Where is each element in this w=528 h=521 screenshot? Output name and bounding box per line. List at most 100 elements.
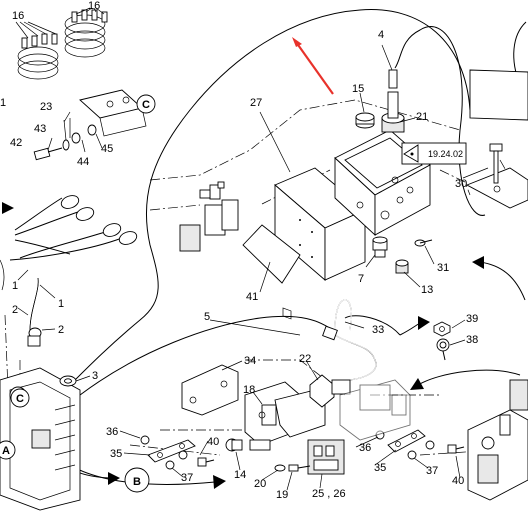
callout-A: A xyxy=(2,445,10,457)
eye-bolt-38 xyxy=(436,338,450,361)
flow-arrow-39-head xyxy=(418,316,430,330)
callout-18: 18 xyxy=(243,384,255,396)
cable-33-hose xyxy=(334,334,377,381)
cable-ties-16 xyxy=(17,9,108,80)
switch-25-26 xyxy=(307,439,345,475)
callout-42: 42 xyxy=(10,137,22,149)
grommet-3 xyxy=(59,375,77,387)
callout-40-right: 40 xyxy=(452,475,464,487)
callout-31: 31 xyxy=(437,262,449,274)
callout-2: 2 xyxy=(58,324,64,336)
highlight-arrow xyxy=(295,41,334,95)
enclosure-lid-27 xyxy=(274,167,366,320)
cable-5 xyxy=(79,315,336,396)
callout-20: 20 xyxy=(254,478,266,490)
cabinet-frame xyxy=(0,367,81,511)
flow-arrow-39 xyxy=(344,315,401,336)
callout-27: 27 xyxy=(250,97,262,109)
cable-gland-21 xyxy=(381,69,405,133)
callout-45: 45 xyxy=(101,143,113,155)
callout-19: 19 xyxy=(276,489,288,501)
nut-39 xyxy=(433,321,451,337)
mounting-plate-upper xyxy=(469,69,528,121)
callout-30: 30 xyxy=(455,178,467,190)
callout-7: 7 xyxy=(358,273,364,285)
callout-39: 39 xyxy=(466,313,478,325)
callout-circle-B xyxy=(124,467,150,493)
plate-35-left xyxy=(140,435,215,470)
callout-37-right: 37 xyxy=(426,465,438,477)
callout-circle-A xyxy=(0,440,16,460)
dash-27 xyxy=(149,99,461,181)
reference-box-text: 19.24.02 xyxy=(428,149,463,159)
cable-main-loop xyxy=(69,9,471,386)
cable-gland-22 xyxy=(309,374,351,408)
mounting-plate-30 xyxy=(465,167,528,209)
nut-13 xyxy=(395,259,409,274)
highlight-arrow-head xyxy=(292,37,302,47)
bracket-plate xyxy=(79,89,143,119)
callout-3: 3 xyxy=(92,370,98,382)
callout-38: 38 xyxy=(466,334,478,346)
terminal-block xyxy=(179,181,239,252)
callout-5: 5 xyxy=(204,311,210,323)
right-bottom-assembly xyxy=(467,379,528,501)
bolt-30 xyxy=(489,143,503,184)
callout-33: 33 xyxy=(372,324,384,336)
leaders xyxy=(17,44,489,491)
callout-1-mid: 1 xyxy=(12,280,18,292)
switch-assembly-18 xyxy=(244,381,326,451)
callout-34: 34 xyxy=(244,355,256,367)
callout-4: 4 xyxy=(378,29,384,41)
gland-7 xyxy=(372,236,388,258)
bolt-42 xyxy=(33,124,97,161)
wiring-harness xyxy=(0,195,138,347)
plug-15 xyxy=(355,112,375,129)
callout-43: 43 xyxy=(34,123,46,135)
callout-21: 21 xyxy=(416,111,428,123)
ghost-switch-assembly xyxy=(339,379,411,441)
screw-31 xyxy=(414,239,433,247)
callout-C-top: C xyxy=(142,99,150,111)
callout-37-left: 37 xyxy=(181,472,193,484)
flow-arrow-bottom-head xyxy=(213,475,226,489)
reference-box: 19.24.02 xyxy=(401,142,467,165)
screw-19 xyxy=(288,464,311,472)
plate-35-right xyxy=(375,429,465,460)
callout-circle-C-bottom xyxy=(10,388,30,408)
flow-arrow-left-top xyxy=(2,202,14,214)
callout-16-left: 16 xyxy=(12,10,24,22)
callout-40-left: 40 xyxy=(207,436,219,448)
flow-arrow-bottom-right-head xyxy=(410,378,424,390)
flow-arrow-mid-right-head xyxy=(472,256,484,269)
plug-14 xyxy=(225,438,243,452)
callout-B: B xyxy=(133,476,141,488)
flow-arrow-39-tail xyxy=(399,322,421,336)
callout-22: 22 xyxy=(299,353,311,365)
flow-arrow-mid-right xyxy=(479,261,526,301)
callout-2-left: 2 xyxy=(12,304,18,316)
callout-36-left: 36 xyxy=(106,426,118,438)
callout-41: 41 xyxy=(246,291,258,303)
connector-33 xyxy=(322,299,352,341)
callout-1-top: 1 xyxy=(0,97,6,109)
cable-4 xyxy=(394,26,486,216)
callout-1-mid2: 1 xyxy=(58,298,64,310)
gasket-41 xyxy=(242,224,301,284)
callout-23: 23 xyxy=(40,101,52,113)
bracket-34 xyxy=(181,364,239,416)
cable-33-hose-inner xyxy=(334,334,377,381)
flow-arrow-A-head xyxy=(108,472,120,485)
callout-44: 44 xyxy=(77,156,89,168)
washer-20 xyxy=(274,464,286,472)
callout-circle-C-top xyxy=(136,94,156,114)
callout-14: 14 xyxy=(234,469,246,481)
callout-36-right: 36 xyxy=(359,442,371,454)
callout-35-left: 35 xyxy=(110,448,122,460)
callout-C-bottom: C xyxy=(16,393,24,405)
callout-35-right: 35 xyxy=(374,462,386,474)
flow-arrow-bottom-right xyxy=(417,369,521,386)
callout-16-right: 16 xyxy=(88,0,100,12)
callout-15: 15 xyxy=(352,83,364,95)
